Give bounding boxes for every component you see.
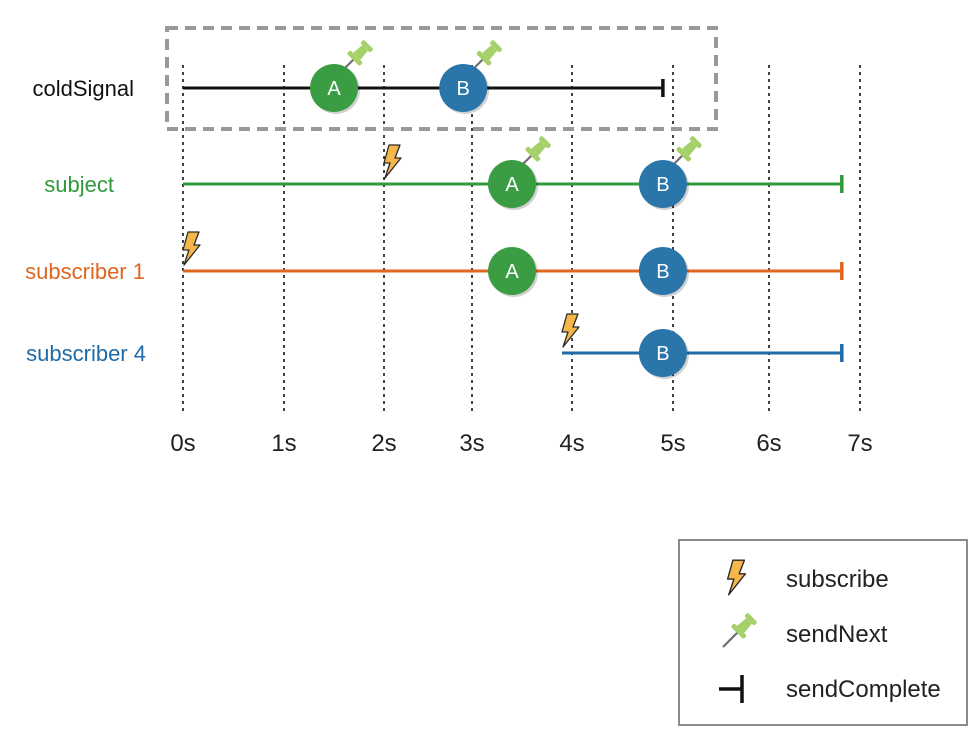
subscribe-bolt-icon bbox=[561, 313, 580, 348]
tick-label-2s: 2s bbox=[371, 430, 396, 457]
pin-base bbox=[676, 146, 692, 162]
marble-circle bbox=[439, 64, 488, 112]
pin-needle bbox=[722, 631, 739, 648]
marble-a: A bbox=[488, 247, 538, 297]
legend: subscribe sendNext sendComplete bbox=[678, 539, 968, 726]
row-subscriber4: subscriber 4 B bbox=[26, 313, 844, 379]
legend-box bbox=[678, 539, 968, 726]
time-axis-labels: 0s 1s 2s 3s 4s 5s 6s 7s bbox=[170, 430, 872, 457]
pin-base bbox=[525, 146, 541, 162]
lightning-bolt-shape bbox=[383, 144, 402, 179]
pin-body bbox=[353, 45, 368, 60]
tick-label-3s: 3s bbox=[459, 430, 484, 457]
row-coldSignal: coldSignal A B bbox=[32, 40, 665, 114]
pin-body bbox=[482, 45, 498, 60]
marble-label: A bbox=[505, 174, 519, 196]
tick-label-6s: 6s bbox=[756, 430, 781, 457]
marble-a: A bbox=[310, 40, 373, 114]
complete-bar-icon bbox=[719, 675, 744, 703]
marble-circle bbox=[488, 247, 536, 295]
marble-label: B bbox=[656, 343, 669, 365]
marble-a: A bbox=[488, 136, 551, 210]
lightning-bolt-icon bbox=[726, 559, 747, 596]
highlight-dashed-box bbox=[165, 26, 718, 131]
tick-label-7s: 7s bbox=[847, 430, 872, 457]
legend-item-sendNext: sendNext bbox=[722, 613, 888, 648]
marble-b: B bbox=[638, 329, 689, 379]
tick-label-1s: 1s bbox=[271, 430, 296, 457]
pin-body bbox=[681, 141, 697, 156]
subscribe-bolt-icon bbox=[383, 144, 402, 179]
marble-label: B bbox=[656, 174, 669, 196]
pin-body bbox=[737, 618, 752, 633]
marble-circle bbox=[638, 247, 687, 295]
time-grid bbox=[182, 65, 861, 413]
lightning-bolt-shape bbox=[726, 559, 747, 596]
subscribe-bolt-icon bbox=[182, 231, 201, 266]
pin-base bbox=[476, 50, 492, 66]
legend-label: sendComplete bbox=[786, 676, 941, 703]
pin-head bbox=[689, 136, 702, 149]
tick-label-0s: 0s bbox=[170, 430, 195, 457]
row-subscriber1: subscriber 1 A B bbox=[25, 231, 844, 297]
marble-circle bbox=[488, 160, 536, 208]
marble-label: A bbox=[505, 261, 519, 283]
marble-circle bbox=[638, 329, 687, 377]
pin-base bbox=[731, 623, 747, 639]
cold-signal-highlight bbox=[165, 26, 718, 131]
row-label-subscriber1: subscriber 1 bbox=[25, 259, 145, 284]
marble-b: B bbox=[638, 247, 689, 297]
row-label-coldSignal: coldSignal bbox=[32, 76, 134, 101]
marble-b: B bbox=[638, 136, 702, 210]
marble-label: A bbox=[327, 78, 341, 100]
marble-b: B bbox=[439, 40, 502, 114]
send-next-pin-icon bbox=[338, 40, 373, 75]
pin-body bbox=[531, 141, 546, 156]
marble-circle bbox=[310, 64, 358, 112]
legend-item-sendComplete: sendComplete bbox=[719, 675, 941, 703]
pin-head bbox=[490, 40, 502, 53]
push-pin-icon bbox=[722, 613, 757, 648]
tick-label-4s: 4s bbox=[559, 430, 584, 457]
legend-label: subscribe bbox=[786, 566, 889, 593]
marble-label: B bbox=[656, 261, 669, 283]
row-label-subscriber4: subscriber 4 bbox=[26, 341, 146, 366]
pin-head bbox=[744, 613, 757, 626]
lightning-bolt-shape bbox=[561, 313, 580, 348]
pin-base bbox=[347, 50, 363, 66]
row-subject: subject A B bbox=[44, 136, 844, 210]
pin-head bbox=[538, 136, 551, 149]
legend-label: sendNext bbox=[786, 621, 888, 648]
pin-head bbox=[360, 40, 373, 53]
tick-label-5s: 5s bbox=[660, 430, 685, 457]
legend-item-subscribe: subscribe bbox=[726, 559, 889, 596]
row-label-subject: subject bbox=[44, 172, 114, 197]
marble-label: B bbox=[457, 78, 470, 100]
lightning-bolt-shape bbox=[182, 231, 201, 266]
marble-circle bbox=[638, 160, 687, 208]
